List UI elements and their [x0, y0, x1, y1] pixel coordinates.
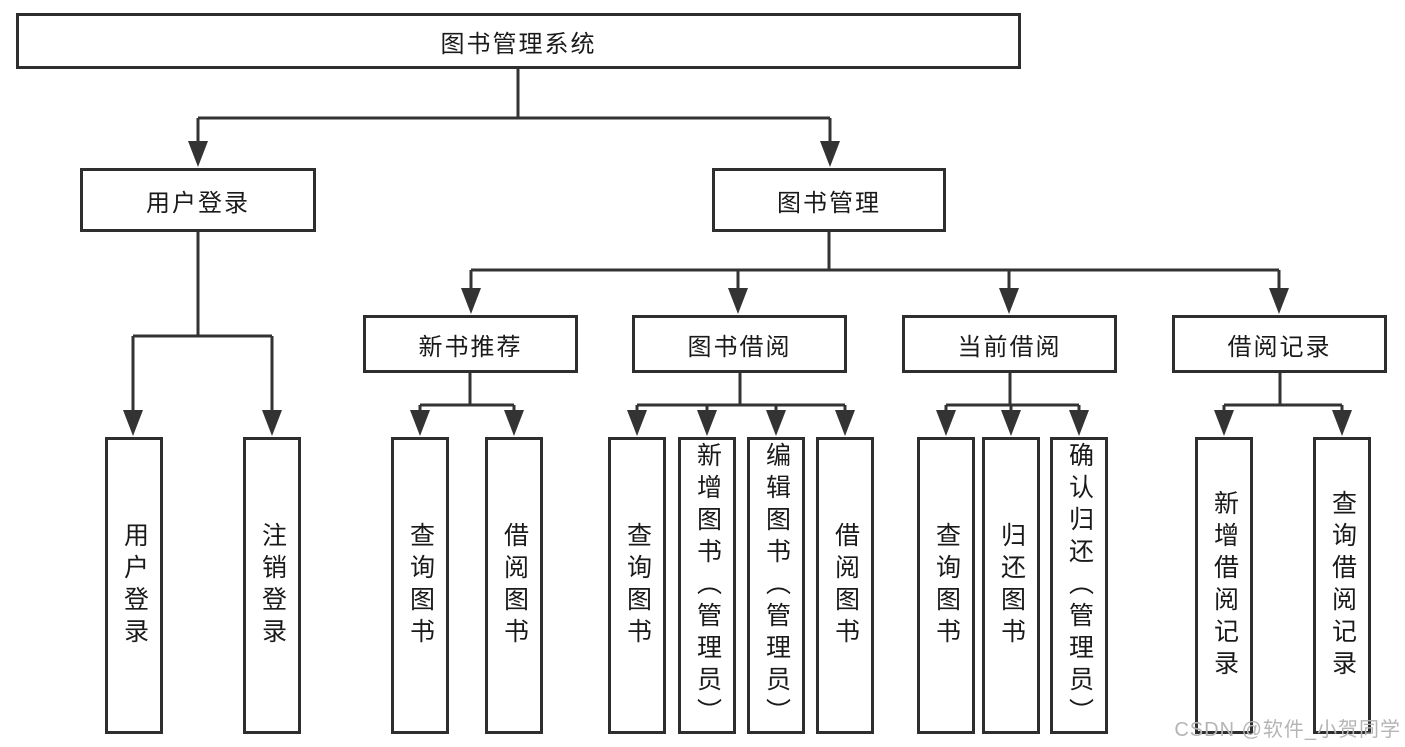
leaf-return-books: 归还图书 — [982, 437, 1040, 734]
arrow-icon — [627, 410, 647, 436]
arrowheads — [123, 141, 1352, 436]
leaf-label: 归还图书 — [997, 521, 1026, 650]
leaf-label: 确认归还（管理员） — [1065, 441, 1094, 730]
leaf-label: 新增图书（管理员） — [693, 441, 722, 730]
node-book-borrow: 图书借阅 — [632, 315, 847, 373]
arrow-icon — [999, 288, 1019, 314]
arrow-icon — [188, 141, 208, 167]
leaf-label: 借阅图书 — [500, 521, 529, 650]
node-book-management: 图书管理 — [712, 168, 946, 232]
leaf-query-books-current: 查询图书 — [917, 437, 975, 734]
leaf-query-books-recommend: 查询图书 — [391, 437, 449, 734]
leaf-label: 查询图书 — [623, 521, 652, 650]
node-user-login: 用户登录 — [80, 168, 316, 232]
leaf-query-borrow-record: 查询借阅记录 — [1313, 437, 1371, 734]
leaf-label: 编辑图书（管理员） — [762, 441, 791, 730]
arrow-icon — [1001, 410, 1021, 436]
arrow-icon — [504, 410, 524, 436]
leaf-label: 注销登录 — [258, 521, 287, 650]
arrow-icon — [1332, 410, 1352, 436]
leaf-logout: 注销登录 — [243, 437, 301, 734]
arrow-icon — [461, 288, 481, 314]
arrow-icon — [1214, 410, 1234, 436]
connector-root — [196, 69, 832, 160]
arrow-icon — [410, 410, 430, 436]
leaf-label: 查询图书 — [406, 521, 435, 650]
leaf-query-books-borrow: 查询图书 — [608, 437, 666, 734]
leaf-label: 查询借阅记录 — [1328, 489, 1357, 682]
connector-book-borrow — [635, 373, 847, 430]
arrow-icon — [697, 410, 717, 436]
node-borrow-records: 借阅记录 — [1172, 315, 1387, 373]
leaf-edit-books-admin: 编辑图书（管理员） — [747, 437, 805, 734]
leaf-label: 新增借阅记录 — [1210, 489, 1239, 682]
leaf-confirm-return-admin: 确认归还（管理员） — [1050, 437, 1108, 734]
leaf-add-books-admin: 新增图书（管理员） — [678, 437, 736, 734]
connector-user-login — [131, 232, 274, 430]
node-new-book-recommend: 新书推荐 — [363, 315, 578, 373]
leaf-user-login: 用户登录 — [105, 437, 163, 734]
arrow-icon — [123, 410, 143, 436]
leaf-label: 查询图书 — [932, 521, 961, 650]
node-current-borrow: 当前借阅 — [902, 315, 1117, 373]
connector-borrow-records — [1222, 373, 1344, 430]
leaf-label: 用户登录 — [120, 521, 149, 650]
leaf-add-borrow-record: 新增借阅记录 — [1195, 437, 1253, 734]
arrow-icon — [1069, 410, 1089, 436]
arrow-icon — [835, 410, 855, 436]
leaf-label: 借阅图书 — [831, 521, 860, 650]
arrow-icon — [262, 410, 282, 436]
csdn-watermark: CSDN @软件_小贺同学 — [1174, 719, 1401, 741]
arrow-icon — [936, 410, 956, 436]
arrow-icon — [820, 141, 840, 167]
arrow-icon — [728, 288, 748, 314]
connector-book-management — [469, 232, 1281, 308]
leaf-borrow-books-recommend: 借阅图书 — [485, 437, 543, 734]
leaf-borrow-books: 借阅图书 — [816, 437, 874, 734]
arrow-icon — [1269, 288, 1289, 314]
node-root-system: 图书管理系统 — [16, 13, 1021, 69]
arrow-icon — [766, 410, 786, 436]
connector-new-book-recommend — [418, 373, 516, 430]
